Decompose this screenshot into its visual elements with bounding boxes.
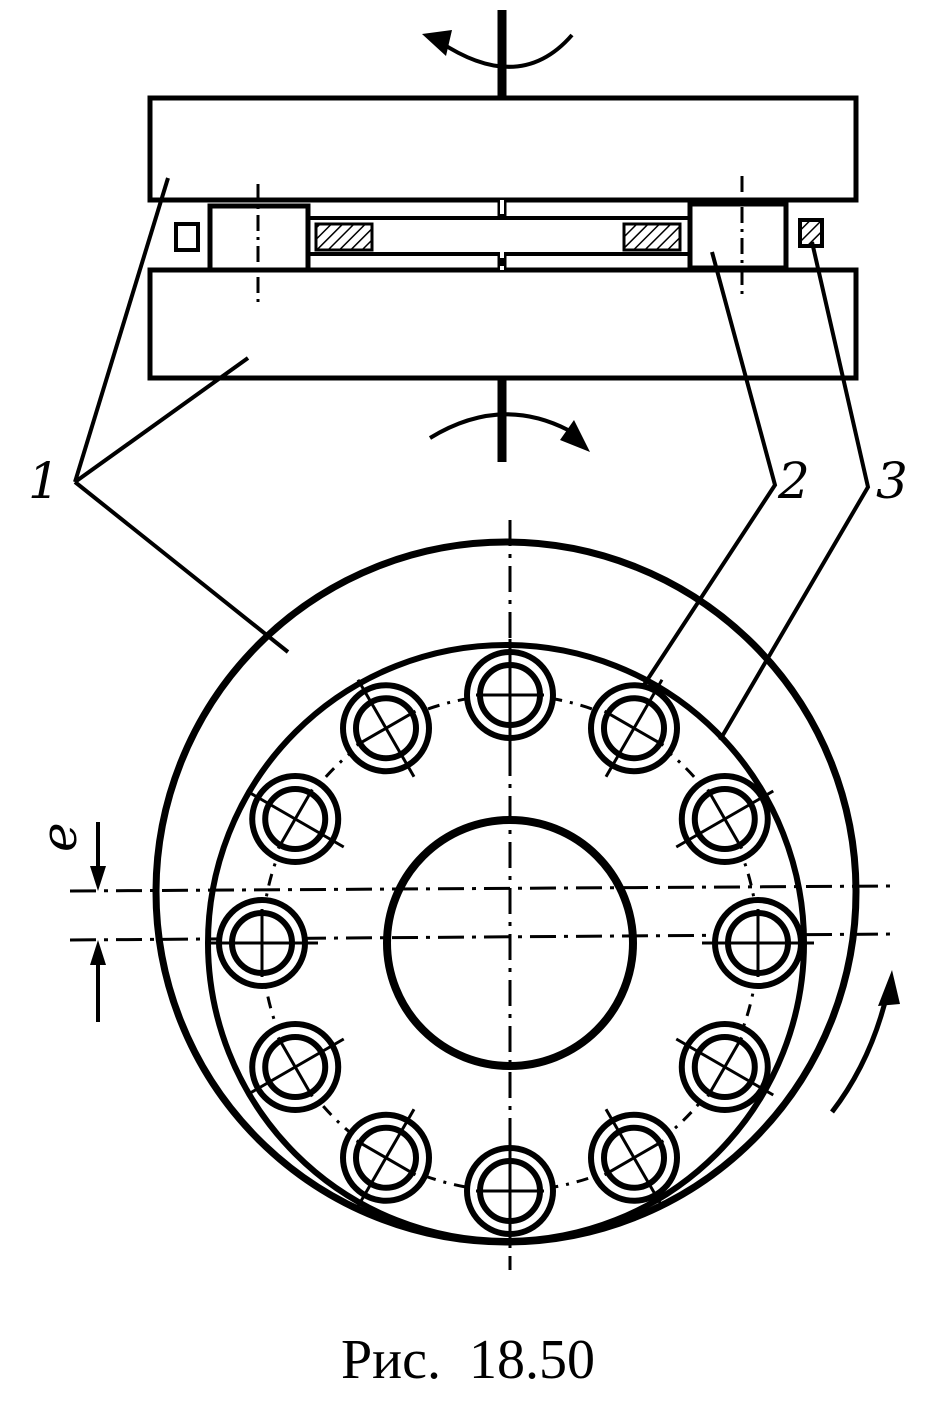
roller-inner-ring — [691, 1034, 758, 1100]
roller-4 — [702, 897, 814, 989]
roller-12 — [340, 678, 432, 778]
roller-tangent-line — [603, 1139, 665, 1177]
leader-1-upper — [73, 177, 170, 483]
disk-rotation-head — [878, 970, 900, 1006]
leader-3 — [718, 241, 871, 742]
rollers-group — [206, 639, 814, 1247]
roller-8 — [340, 1108, 432, 1208]
cage-hatch-left — [314, 222, 374, 252]
e-arrow-top-head — [90, 866, 106, 891]
roller-7 — [464, 1135, 556, 1247]
label-part-3: 3 — [876, 452, 908, 510]
roller-9 — [245, 1021, 345, 1113]
roller-3 — [675, 773, 775, 865]
roller-1 — [464, 639, 556, 751]
label-part-1: 1 — [28, 452, 60, 510]
ring-section-left — [174, 222, 200, 252]
bottom-rotation-arrow — [428, 412, 569, 440]
roller-tangent-line — [706, 1036, 744, 1098]
roller-inner-ring — [262, 1034, 329, 1100]
leader-1-lower — [73, 356, 250, 484]
leader-1-disk — [73, 480, 290, 654]
roller-inner-ring — [601, 1124, 667, 1191]
roller-6 — [588, 1108, 680, 1208]
roller-tangent-line — [276, 788, 314, 850]
upper-plate — [147, 95, 859, 203]
plan-view — [69, 520, 900, 1270]
roller-inner-ring — [353, 695, 419, 762]
roller-inner-ring — [353, 1124, 419, 1191]
bottom-arrowhead — [560, 420, 590, 452]
roller-tangent-line — [706, 788, 744, 850]
lower-plate — [147, 267, 859, 381]
label-part-2: 2 — [777, 452, 810, 510]
roller-tangent-line — [355, 1139, 417, 1177]
roller-11 — [245, 773, 345, 865]
roller-right-side — [687, 201, 789, 271]
top-rotation-arrow — [438, 33, 574, 69]
roller-tangent-line — [276, 1036, 314, 1098]
cage-hatch-right — [622, 222, 682, 252]
top-arrowhead — [422, 30, 452, 56]
leader-2 — [636, 251, 778, 696]
roller-5 — [675, 1021, 775, 1113]
roller-2 — [588, 678, 680, 778]
side-view — [147, 10, 859, 462]
disk-rotation-arrow — [830, 989, 891, 1114]
e-arrow-bottom-head — [90, 940, 106, 965]
horizontal-centerline-upper — [69, 884, 896, 893]
roller-10 — [206, 897, 318, 989]
figure-caption: Рис. 18.50 — [341, 1329, 595, 1391]
roller-tangent-line — [603, 709, 665, 747]
roller-inner-ring — [691, 786, 758, 852]
roller-tangent-line — [355, 709, 417, 747]
label-eccentricity: e — [30, 822, 88, 852]
leader-lines — [73, 177, 871, 742]
roller-inner-ring — [262, 786, 329, 852]
roller-inner-ring — [601, 695, 667, 762]
ring-section-right — [798, 218, 824, 248]
